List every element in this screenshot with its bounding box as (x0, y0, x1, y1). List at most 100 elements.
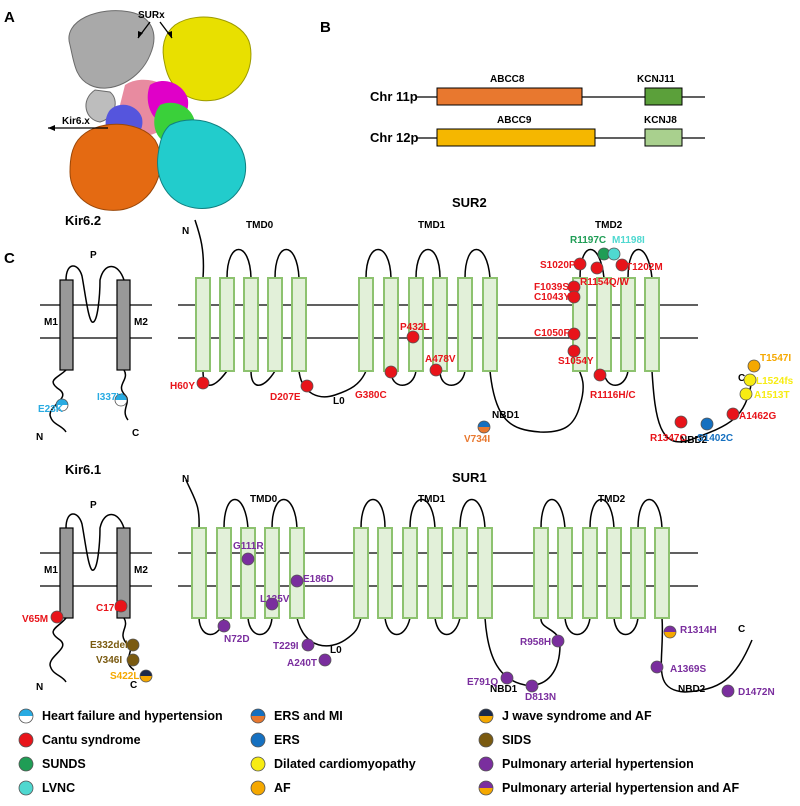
marker-r1314h (663, 625, 677, 639)
sur1-helix-14 (582, 527, 598, 619)
sur2-helix-8 (408, 277, 424, 372)
marker-s1020p (573, 257, 587, 271)
sur2-helix-7 (383, 277, 399, 372)
sur2-helix-3 (243, 277, 259, 372)
marker-l135v (265, 597, 279, 611)
legend-item-12: Pulmonary arterial hypertension and AF (478, 780, 739, 796)
marker-e23k (55, 398, 69, 412)
sur1-helix-7 (377, 527, 393, 619)
sur2-helix-11 (482, 277, 498, 372)
kir61-m2-label: M2 (134, 565, 148, 576)
legend-label: Pulmonary arterial hypertension (502, 757, 694, 771)
label-v65m: V65M (22, 614, 48, 625)
panel-label-b: B (320, 19, 331, 36)
sur1-helix-9 (427, 527, 443, 619)
legend-item-1: Heart failure and hypertension (18, 708, 223, 724)
legend-swatch (478, 732, 494, 748)
kir61-m1-label: M1 (44, 565, 58, 576)
kir62-m2-label: M2 (134, 317, 148, 328)
legend-label: J wave syndrome and AF (502, 709, 652, 723)
label-t229i: T229I (273, 641, 299, 652)
sur1-helix-15 (606, 527, 622, 619)
sur1-helix-8 (402, 527, 418, 619)
kir62-m1-helix (59, 279, 74, 371)
label-f1039s: F1039S (534, 282, 569, 293)
sur1-backbone (185, 479, 753, 693)
chr11-label: Chr 11p (370, 89, 418, 104)
panel-label-a: A (4, 9, 15, 26)
legend-swatch (18, 708, 34, 724)
legend-swatch (478, 756, 494, 772)
sur1-tmd1-label: TMD1 (418, 494, 446, 505)
kir61-title: Kir6.1 (65, 462, 101, 477)
kir62-p-label: P (90, 250, 97, 261)
marker-i337v (114, 393, 128, 407)
sur2-tmd2-label: TMD2 (595, 220, 623, 231)
marker-v346i (126, 653, 140, 667)
legend-swatch (478, 708, 494, 724)
channel-structure-image (68, 10, 252, 211)
marker-s1054y (567, 344, 581, 358)
sur1-c-label: C (738, 624, 745, 635)
legend-label: ERS (274, 733, 300, 747)
legend-label: Pulmonary arterial hypertension and AF (502, 781, 739, 795)
marker-r1347c (674, 415, 688, 429)
sur2-helix-15 (644, 277, 660, 372)
sur2-helix-2 (219, 277, 235, 372)
label-s1054y: S1054Y (558, 356, 594, 367)
sur1-helix-2 (216, 527, 232, 619)
legend-swatch (250, 756, 266, 772)
legend-item-10: SIDS (478, 732, 531, 748)
abcc9-label: ABCC9 (497, 115, 532, 126)
legend-swatch (250, 780, 266, 796)
marker-a1369s (650, 660, 664, 674)
sur1-helix-11 (477, 527, 493, 619)
legend-swatch (18, 732, 34, 748)
sur1-helix-10 (452, 527, 468, 619)
sur2-helix-14 (620, 277, 636, 372)
legend-item-5: ERS and MI (250, 708, 343, 724)
sur1-helix-17 (654, 527, 670, 619)
label-r1154qw: R1154Q/W (580, 277, 629, 288)
abcc9-gene (436, 128, 596, 147)
label-c176s: C176S (96, 603, 127, 614)
sur2-c-label: C (738, 373, 745, 384)
sur1-nbd2-label: NBD2 (678, 684, 706, 695)
marker-n72d (217, 619, 231, 633)
legend-item-9: J wave syndrome and AF (478, 708, 652, 724)
legend-swatch (18, 756, 34, 772)
sur2-helix-1 (195, 277, 211, 372)
label-r1347c: R1347C (650, 433, 687, 444)
sur1-helices (191, 527, 670, 619)
label-r1197c: R1197C (570, 235, 606, 246)
marker-a1462g (726, 407, 740, 421)
label-c1050f: C1050F (534, 328, 570, 339)
sur1-helix-1 (191, 527, 207, 619)
kcnj8-gene (644, 128, 683, 147)
legend-label: Dilated cardiomyopathy (274, 757, 416, 771)
label-s1402c: S1402C (697, 433, 733, 444)
label-t1202m: T1202M (626, 262, 663, 273)
sur2-helices (195, 277, 660, 372)
label-v346i: V346I (96, 655, 122, 666)
marker-v65m (50, 610, 64, 624)
marker-s1402c (700, 417, 714, 431)
sur1-n-label: N (182, 474, 189, 485)
label-a478v: A478V (425, 354, 456, 365)
kir62-title: Kir6.2 (65, 213, 101, 228)
label-r1314h: R1314H (680, 625, 717, 636)
surx-gray-domain (68, 10, 155, 89)
legend-label: AF (274, 781, 291, 795)
sur2-helix-10 (457, 277, 473, 372)
marker-e186d (290, 574, 304, 588)
label-d813n: D813N (525, 692, 556, 703)
label-t1547i: T1547I (760, 353, 791, 364)
abcc8-label: ABCC8 (490, 74, 525, 85)
label-s422l: S422L (110, 671, 139, 682)
marker-v734i (477, 420, 491, 434)
marker-e332del (126, 638, 140, 652)
legend-item-6: ERS (250, 732, 300, 748)
label-r1116hc: R1116H/C (590, 390, 636, 401)
